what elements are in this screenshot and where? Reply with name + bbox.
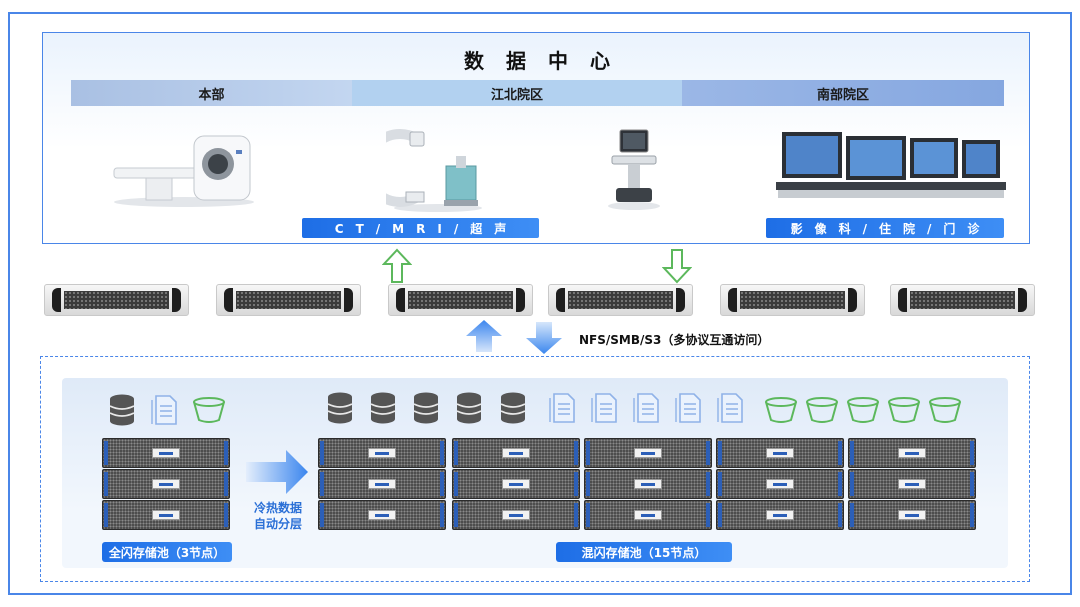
database-icon xyxy=(327,392,353,424)
all-flash-server xyxy=(102,438,230,468)
hybrid-server xyxy=(716,500,844,530)
up-arrow-icon xyxy=(466,320,502,352)
hybrid-server xyxy=(848,438,976,468)
all-flash-server xyxy=(102,500,230,530)
campus-jiangbei: 江北院区 xyxy=(352,80,682,106)
department-tag: 影像科/住院/门诊 xyxy=(766,218,1004,238)
storage-node xyxy=(890,284,1035,316)
hybrid-server xyxy=(452,469,580,499)
database-icon xyxy=(500,392,526,424)
upload-arrow-icon xyxy=(382,248,412,283)
bucket-icon xyxy=(806,397,838,423)
protocol-label: NFS/SMB/S3（多协议互通访问） xyxy=(579,333,770,347)
imaging-workstation-image xyxy=(776,132,1006,198)
document-icon xyxy=(591,393,617,423)
storage-node xyxy=(44,284,189,316)
hybrid-server xyxy=(848,500,976,530)
storage-node xyxy=(720,284,865,316)
data-center-title: 数据中心 xyxy=(464,49,632,73)
modality-tag: CT/MRI/超声 xyxy=(302,218,539,238)
hybrid-server xyxy=(318,500,446,530)
hybrid-server xyxy=(716,438,844,468)
hybrid-server xyxy=(318,438,446,468)
database-icon xyxy=(456,392,482,424)
hybrid-server xyxy=(318,469,446,499)
database-icon xyxy=(413,392,439,424)
document-icon xyxy=(151,395,177,425)
hybrid-server xyxy=(584,500,712,530)
campus-south: 南部院区 xyxy=(682,80,1004,106)
tiering-arrow-icon xyxy=(246,450,308,494)
campus-main: 本部 xyxy=(71,80,352,106)
database-icon xyxy=(370,392,396,424)
bucket-icon xyxy=(765,397,797,423)
hybrid-server xyxy=(584,438,712,468)
document-icon xyxy=(549,393,575,423)
tiering-label: 冷热数据 自动分层 xyxy=(253,501,302,531)
all-flash-server xyxy=(102,469,230,499)
storage-node xyxy=(388,284,533,316)
hybrid-server xyxy=(716,469,844,499)
bucket-icon xyxy=(193,397,225,423)
c-arm-image xyxy=(386,129,482,212)
download-arrow-icon xyxy=(662,249,692,284)
hybrid-server xyxy=(452,438,580,468)
document-icon xyxy=(633,393,659,423)
hybrid-server xyxy=(848,469,976,499)
bucket-icon xyxy=(847,397,879,423)
document-icon xyxy=(717,393,743,423)
document-icon xyxy=(675,393,701,423)
ultrasound-image xyxy=(608,129,660,210)
database-icon xyxy=(109,394,135,426)
hybrid-server xyxy=(584,469,712,499)
hybrid-pool-label: 混闪存储池（15节点） xyxy=(556,542,732,562)
bucket-icon xyxy=(929,397,961,423)
storage-node xyxy=(548,284,693,316)
down-arrow-icon xyxy=(526,322,562,354)
all-flash-pool-label: 全闪存储池（3节点） xyxy=(102,542,232,562)
hybrid-server xyxy=(452,500,580,530)
storage-pools-frame xyxy=(40,356,1030,582)
storage-node xyxy=(216,284,361,316)
ct-scanner-image xyxy=(113,135,254,207)
bucket-icon xyxy=(888,397,920,423)
diagram-frame xyxy=(8,12,1072,595)
